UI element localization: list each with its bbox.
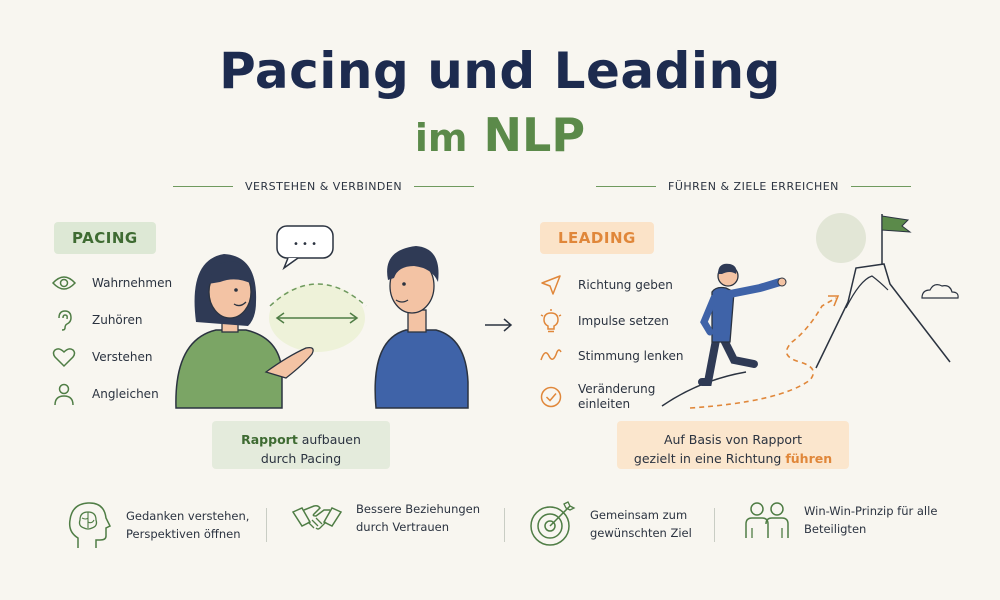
leading-item-impulse: Impulse setzen [540, 309, 669, 333]
dashed-path [689, 297, 837, 409]
benefit-gedanken: Gedanken verstehen, Perspektiven öffnen [66, 500, 249, 550]
item-label: Zuhören [92, 313, 143, 327]
divider-line [414, 186, 475, 187]
benefit-text: Gedanken verstehen, Perspektiven öffnen [126, 509, 250, 541]
head-brain-icon [68, 502, 112, 548]
two-people-icon [745, 502, 789, 538]
benefit-ziel: Gemeinsam zum gewünschten Ziel [528, 500, 692, 548]
leading-section-label: FÜHREN & ZIELE ERREICHEN [668, 180, 839, 193]
cloud-icon [921, 284, 959, 299]
divider [504, 508, 505, 542]
benefit-text: Bessere Beziehungen durch Vertrauen [356, 502, 481, 534]
mountain-icon [815, 263, 951, 369]
man-figure [374, 246, 469, 409]
box-text: aufbauen [297, 432, 361, 447]
leading-illustration [661, 213, 959, 409]
benefit-text: Win-Win-Prinzip für alle Beteiligten [804, 504, 938, 536]
flag-icon [881, 215, 912, 233]
item-label: Richtung geben [578, 278, 673, 292]
pacing-item-angleichen: Angleichen [52, 382, 159, 406]
leading-item-veraenderung: Veränderung einleiten [540, 382, 655, 412]
arrow-right-icon [485, 318, 513, 332]
item-label: Stimmung lenken [578, 349, 684, 363]
pacing-item-verstehen: Verstehen [52, 346, 153, 368]
navigation-arrow-icon [541, 275, 561, 295]
pacing-info-box: Rapport aufbauen durch Pacing [212, 421, 390, 469]
page-title: Pacing und Leading [219, 42, 781, 100]
leading-item-richtung: Richtung geben [540, 274, 673, 296]
pacing-item-zuhoeren: Zuhören [52, 308, 142, 332]
leading-section-head: FÜHREN & ZIELE ERREICHEN [596, 180, 911, 193]
rapport-highlight: Rapport [241, 432, 298, 447]
page-subtitle: im NLP [0, 108, 1000, 162]
pacing-section-head: VERSTEHEN & VERBINDEN [173, 180, 475, 193]
pacing-illustration: • • • [175, 225, 469, 409]
benefit-text: Gemeinsam zum gewünschten Ziel [590, 508, 692, 540]
leading-badge: LEADING [540, 222, 654, 254]
pacing-item-wahrnehmen: Wahrnehmen [52, 274, 172, 292]
subtitle-prefix: im [414, 116, 468, 160]
box-text: durch Pacing [260, 451, 342, 466]
pacing-section-label: VERSTEHEN & VERBINDEN [245, 180, 403, 193]
rapport-arc [269, 283, 367, 307]
sun-icon [816, 213, 866, 263]
box-text: gezielt in eine Richtung [633, 451, 786, 466]
handshake-icon [292, 505, 342, 530]
item-label: Verstehen [92, 350, 153, 364]
woman-figure [175, 254, 314, 409]
item-label: Angleichen [92, 387, 159, 401]
benefit-win-win: Win-Win-Prinzip für alle Beteiligten [744, 500, 937, 540]
person-icon [54, 383, 74, 406]
heart-icon [52, 348, 76, 368]
divider-line [173, 186, 233, 187]
divider [266, 508, 267, 542]
wave-icon [540, 349, 562, 361]
item-label: Impulse setzen [578, 314, 669, 328]
target-icon [530, 501, 576, 546]
check-circle-icon [540, 386, 562, 408]
item-label: Wahrnehmen [92, 276, 173, 290]
eye-icon [52, 276, 76, 290]
item-label: Veränderung einleiten [578, 382, 656, 411]
benefit-beziehungen: Bessere Beziehungen durch Vertrauen [292, 500, 480, 536]
lightbulb-icon [540, 309, 562, 333]
climber-figure [698, 263, 787, 386]
divider-line [850, 186, 911, 187]
subtitle-main: NLP [483, 108, 586, 162]
leading-item-stimmung: Stimmung lenken [540, 346, 684, 366]
divider-line [596, 186, 656, 187]
box-text: Auf Basis von Rapport [663, 432, 803, 447]
speech-bubble-dots: • • • [293, 239, 317, 250]
pacing-badge: PACING [54, 222, 156, 254]
ground-line [661, 371, 747, 407]
divider [714, 508, 715, 542]
leading-info-box: Auf Basis von Rapport gezielt in eine Ri… [617, 421, 849, 469]
speech-bubble-icon: • • • [276, 225, 334, 271]
fuehren-highlight: führen [785, 451, 833, 466]
ear-icon [58, 310, 72, 331]
